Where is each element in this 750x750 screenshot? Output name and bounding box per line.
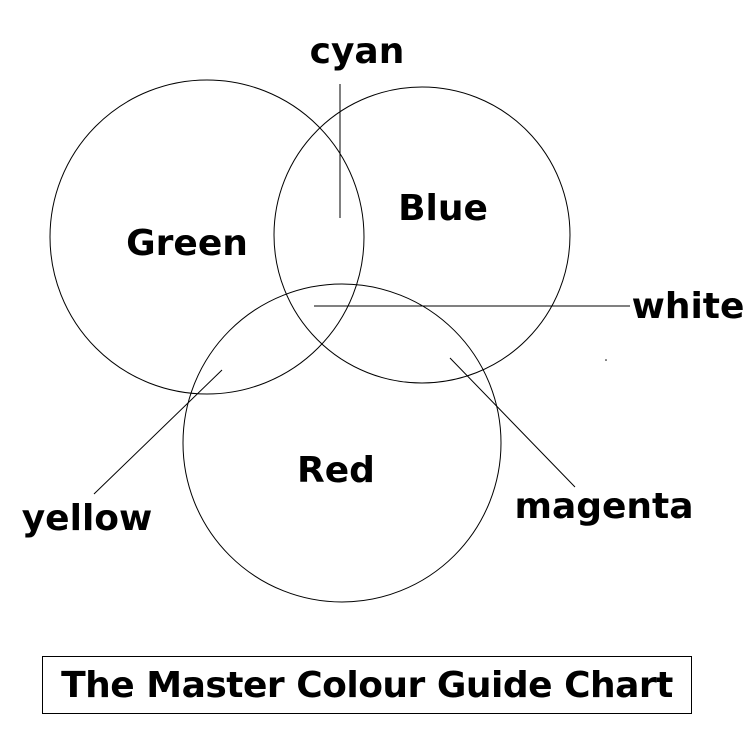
blue-label: Blue (398, 188, 488, 229)
green-label: Green (126, 223, 248, 264)
chart-title-box: The Master Colour Guide Chart (42, 656, 692, 714)
yellow-leader-line (93, 369, 223, 495)
yellow-label: yellow (22, 498, 153, 539)
red-circle (182, 283, 502, 603)
blue-circle (273, 86, 571, 384)
chart-title: The Master Colour Guide Chart (61, 664, 673, 706)
magenta-leader-line (449, 357, 576, 488)
magenta-label: magenta (514, 486, 693, 527)
stray-dot (605, 359, 607, 361)
red-label: Red (297, 450, 375, 491)
white-label: white (632, 286, 745, 327)
green-circle (49, 79, 365, 395)
cyan-label: cyan (310, 31, 405, 72)
